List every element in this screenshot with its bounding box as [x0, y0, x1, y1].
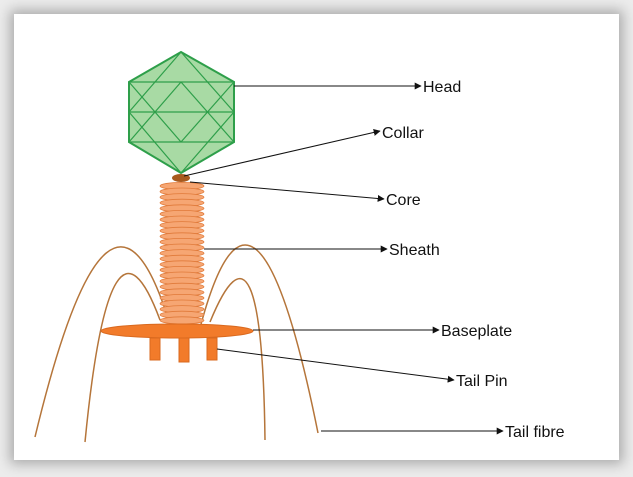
head-label: Head	[423, 79, 461, 96]
tail-pin	[150, 338, 160, 360]
tail-fibre-right-outer	[200, 245, 318, 433]
tail-pin	[179, 338, 189, 362]
phage-baseplate	[101, 324, 253, 338]
tail-pin-label: Tail Pin	[456, 373, 508, 390]
tail-fibre-label: Tail fibre	[505, 424, 565, 441]
collar-label: Collar	[382, 125, 424, 142]
tail-pin	[207, 338, 217, 360]
tail-pins	[150, 338, 217, 362]
baseplate-label: Baseplate	[441, 323, 512, 340]
tail-pin-pointer	[217, 349, 454, 380]
core-pointer	[190, 182, 384, 199]
tail-fibre-left-inner	[85, 274, 160, 442]
tail-fibre-right-inner	[210, 279, 265, 440]
core-label: Core	[386, 192, 421, 209]
tail-sheath	[160, 182, 204, 324]
sheath-label: Sheath	[389, 242, 440, 259]
sheath-ring	[160, 317, 204, 324]
phage-head	[129, 52, 234, 173]
